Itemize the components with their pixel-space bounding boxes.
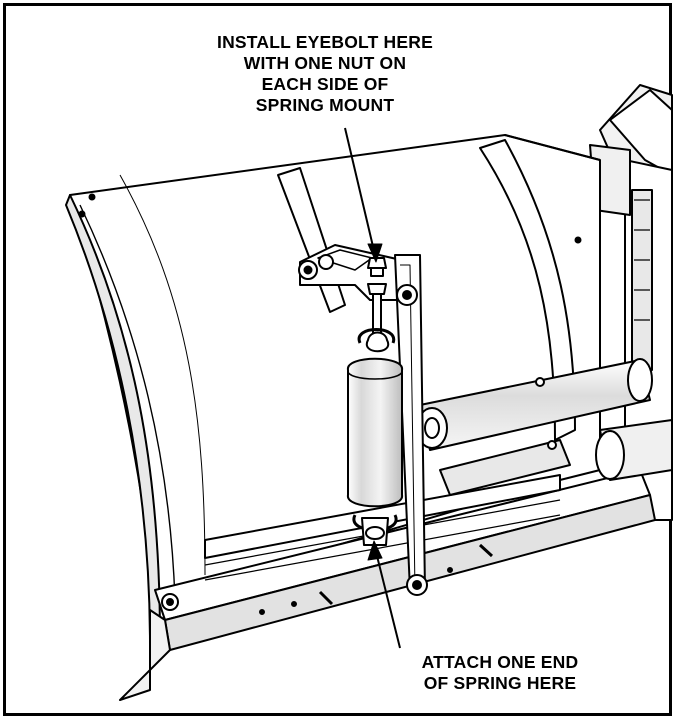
hydraulic-cylinder <box>416 358 673 496</box>
callout-attach-spring: ATTACH ONE END OF SPRING HERE <box>360 652 640 694</box>
eyebolt <box>365 257 390 353</box>
leader-arrows <box>344 127 401 649</box>
callout-top-line-2: WITH ONE NUT ON <box>243 53 407 73</box>
callout-bottom-line-2: OF SPRING HERE <box>423 673 577 693</box>
moldboard <box>65 134 601 646</box>
callout-top-line-1: INSTALL EYEBOLT HERE <box>217 32 433 52</box>
callout-install-eyebolt: INSTALL EYEBOLT HERE WITH ONE NUT ON EAC… <box>160 32 490 116</box>
callout-top-line-3: EACH SIDE OF <box>261 74 389 94</box>
callout-top-line-4: SPRING MOUNT <box>255 95 395 115</box>
extension-spring <box>347 328 403 546</box>
callout-bottom-line-1: ATTACH ONE END <box>421 652 579 672</box>
